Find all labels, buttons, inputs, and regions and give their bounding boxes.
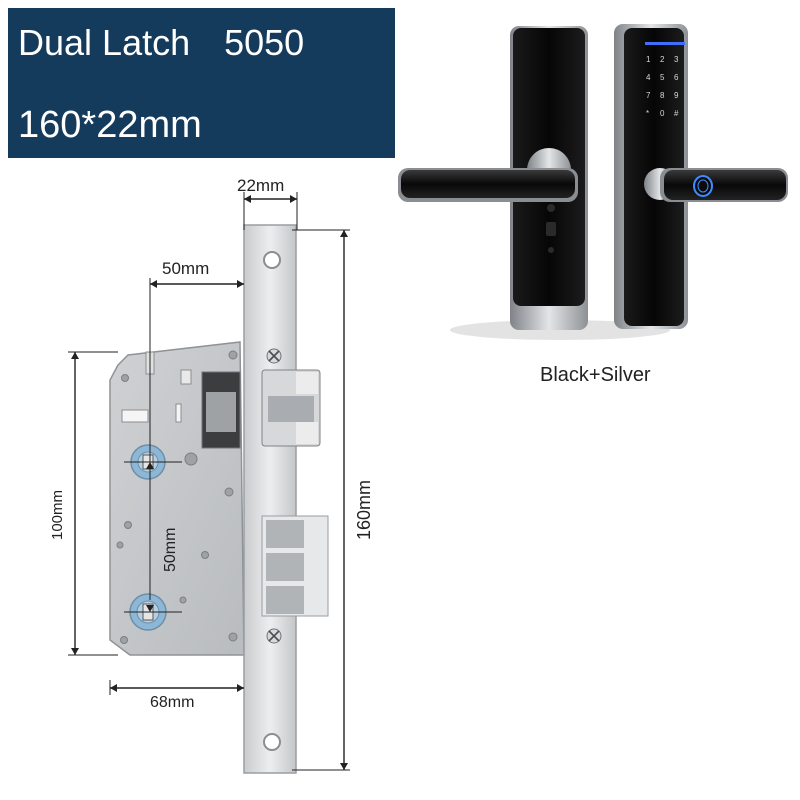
title-banner: Dual Latch 5050 160*22mm xyxy=(8,8,395,158)
color-variant-label: Black+Silver xyxy=(540,364,651,386)
fingerprint-sensor-icon xyxy=(693,175,713,197)
faceplate-screw-hole-top xyxy=(263,251,281,269)
svg-text:4: 4 xyxy=(646,73,651,82)
banner-title-line: Dual Latch 5050 xyxy=(18,22,304,64)
case-slot-small xyxy=(175,403,182,423)
svg-text:1: 1 xyxy=(646,55,651,64)
banner-model-number: 5050 xyxy=(224,22,305,63)
svg-text:#: # xyxy=(674,109,679,118)
case-notch xyxy=(180,369,192,385)
case-holes xyxy=(116,350,238,644)
case-depth-label: 68mm xyxy=(150,694,194,711)
svg-text:*: * xyxy=(646,109,649,118)
front-lever-handle xyxy=(398,168,578,202)
banner-size: 160*22mm xyxy=(18,104,202,146)
backset-label: 50mm xyxy=(162,259,209,278)
latch-bolt xyxy=(261,369,321,447)
faceplate-width-label: 22mm xyxy=(237,176,284,195)
mortise-lock-body xyxy=(109,341,245,656)
dimension-labels: 22mm 50mm 100mm 50mm 160mm 68mm xyxy=(49,176,374,711)
dimension-arrowheads xyxy=(71,195,348,770)
banner-title: Dual Latch xyxy=(18,22,191,63)
front-keyhole-top xyxy=(547,204,555,212)
rear-lever-handle xyxy=(660,168,788,202)
dimension-lines xyxy=(68,192,350,771)
faceplate xyxy=(243,224,297,774)
svg-text:5: 5 xyxy=(660,73,665,82)
svg-text:7: 7 xyxy=(646,91,651,100)
faceplate-screw-hole-bottom xyxy=(263,733,281,751)
faceplate-length-label: 160mm xyxy=(354,480,374,540)
svg-text:0: 0 xyxy=(660,109,665,118)
svg-text:3: 3 xyxy=(674,55,679,64)
dead-bolt xyxy=(261,515,329,617)
spindle-spacing-label: 50mm xyxy=(162,528,179,572)
svg-text:8: 8 xyxy=(660,91,665,100)
front-keyhole xyxy=(546,222,556,236)
svg-text:6: 6 xyxy=(674,73,679,82)
svg-text:9: 9 xyxy=(674,91,679,100)
faceplate-screw-upper xyxy=(266,348,282,364)
svg-text:2: 2 xyxy=(660,55,665,64)
case-height-label: 100mm xyxy=(49,490,66,540)
faceplate-screw-lower xyxy=(266,628,282,644)
latch-spring xyxy=(206,392,236,432)
case-slot xyxy=(121,409,149,423)
keypad-indicator-light xyxy=(645,42,685,45)
